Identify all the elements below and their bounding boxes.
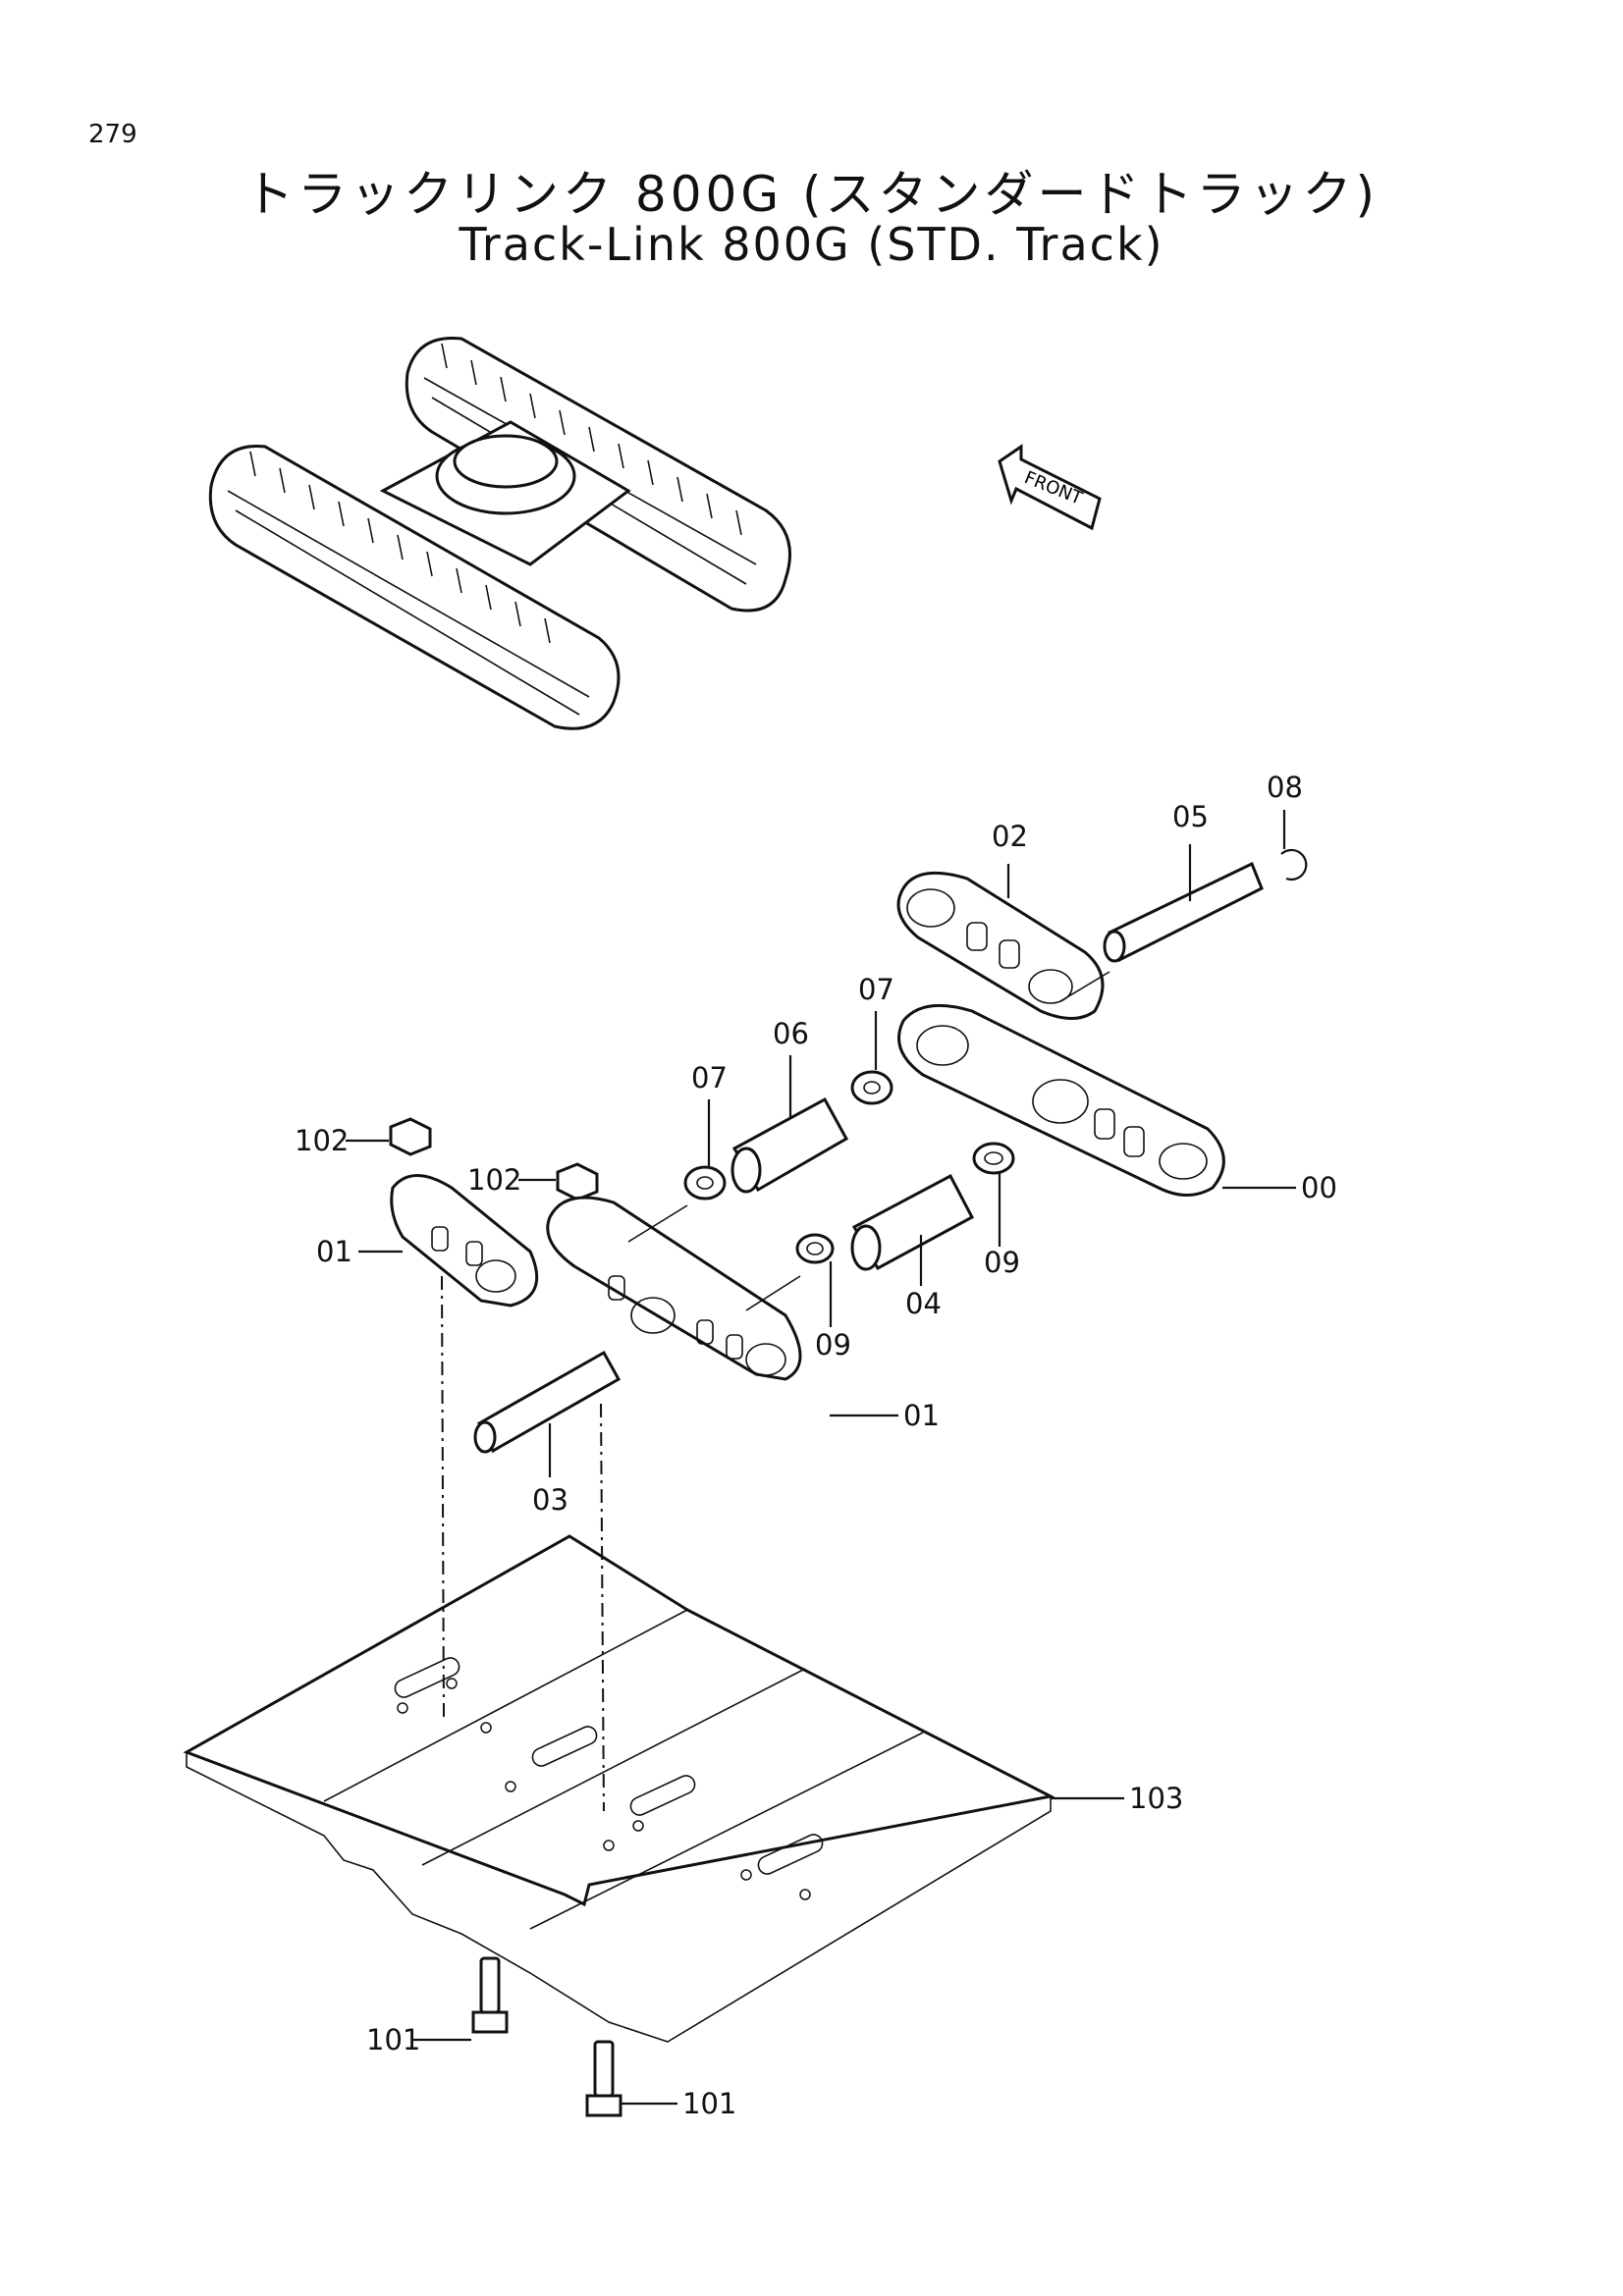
part-09-spacer-left [795, 1233, 835, 1264]
part-07-seal-lower [683, 1165, 727, 1201]
callout-01-right: 01 [903, 1399, 940, 1432]
page-number: 279 [88, 120, 137, 149]
part-03-pin [473, 1350, 622, 1454]
callout-07-lower: 07 [691, 1061, 728, 1095]
callout-09-right: 09 [984, 1246, 1020, 1279]
callout-103: 103 [1129, 1782, 1183, 1815]
part-00-master-link [897, 1003, 1225, 1197]
part-02-link [896, 871, 1105, 1020]
part-08-snap-ring [1280, 848, 1308, 881]
part-101-bolt-left [471, 1956, 509, 2034]
assembly-guide-lines [441, 971, 1110, 1812]
callout-06: 06 [773, 1017, 809, 1050]
front-direction-arrow: FRONT [998, 444, 1102, 531]
callout-03: 03 [532, 1483, 568, 1517]
callout-05: 05 [1172, 800, 1209, 833]
callout-02: 02 [992, 820, 1028, 853]
part-05-pin [1103, 861, 1264, 963]
callout-101-right: 101 [682, 2087, 736, 2120]
callout-102-right: 102 [467, 1163, 521, 1197]
part-103-track-shoes [183, 1534, 1055, 2043]
part-07-seal-upper [850, 1070, 893, 1105]
callout-08: 08 [1267, 771, 1303, 804]
part-04-bushing [850, 1173, 975, 1271]
title-japanese: トラックリンク 800G (スタンダードトラック) [244, 166, 1379, 223]
callout-07-upper: 07 [858, 973, 894, 1006]
part-06-bushing [730, 1096, 849, 1194]
callout-101-left: 101 [366, 2023, 420, 2056]
callout-102-left: 102 [295, 1124, 349, 1157]
callout-01-left: 01 [316, 1235, 352, 1268]
part-102-nut-right [556, 1162, 599, 1201]
callout-04: 04 [905, 1287, 942, 1320]
part-01-link-left [390, 1174, 539, 1308]
part-101-bolt-right [585, 2040, 622, 2117]
part-09-spacer-right [972, 1142, 1015, 1175]
part-01-link-right [546, 1196, 802, 1381]
title-english: Track-Link 800G (STD. Track) [459, 218, 1164, 271]
callout-00: 00 [1301, 1171, 1337, 1204]
part-102-nut-left [389, 1117, 432, 1156]
callout-09-left: 09 [815, 1328, 851, 1362]
undercarriage-overview-illustration [208, 336, 791, 730]
